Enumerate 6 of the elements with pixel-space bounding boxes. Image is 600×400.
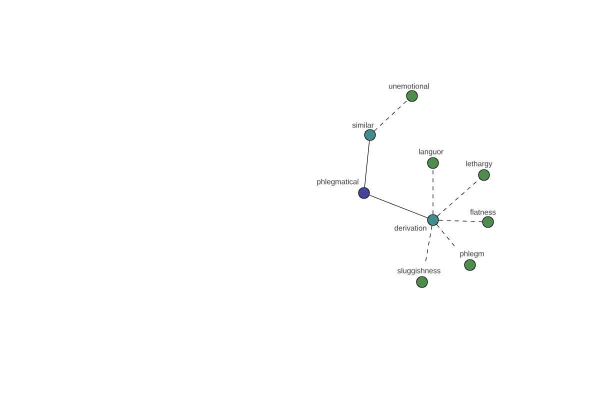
dashed-line bbox=[438, 220, 482, 222]
line bbox=[369, 194, 428, 218]
line bbox=[364, 140, 370, 188]
dashed-line bbox=[432, 168, 434, 214]
dashed-line bbox=[374, 100, 408, 132]
dashed-line bbox=[437, 178, 480, 216]
